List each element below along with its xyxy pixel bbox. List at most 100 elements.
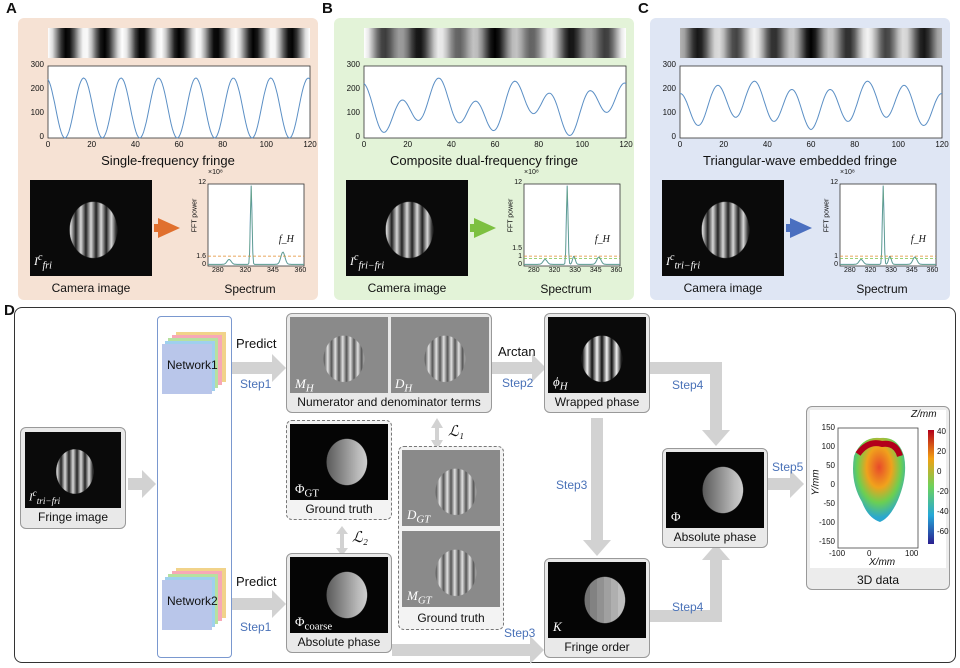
absolute-phase-box[interactable]: Φ Absolute phase [662,448,768,548]
x-tick-label: 100 [891,140,905,149]
network1-label: Network1 [167,358,218,372]
x-tick-label: 40 [130,140,140,149]
wrapped-phase-caption: Wrapped phase [554,395,640,409]
fringe-order-box[interactable]: K Fringe order [544,558,650,658]
x-tick-label: 120 [619,140,633,149]
step5-label: Step5 [772,460,804,474]
phi-h-symbol: ϕH [553,374,568,393]
x-tick-label: 0 [677,140,683,149]
step1-label-1: Step1 [240,377,272,391]
spectrum-y-tick: 1.6 [196,252,206,260]
step3-label-2: Step3 [504,626,536,640]
y-tick-label: 300 [346,60,360,69]
x-tick-label: 40 [446,140,456,149]
absolute-phase-caption-2: Absolute phase [673,530,757,544]
step1-label-2: Step1 [240,620,272,634]
x-tick-label: 100 [575,140,589,149]
fringe-pattern-strip [364,28,626,58]
spectrum-x-tick: 345 [589,267,602,274]
panel-title: Single-frequency fringe [101,153,235,168]
spectrum-plot [523,183,621,267]
z-tick-label: -60 [937,527,949,536]
absolute-phase-image [666,452,764,528]
panel-letter: B [322,0,333,17]
network1-block[interactable]: Network1 [162,332,228,394]
3d-plot [837,427,934,549]
y-tick-label-3d: -50 [823,499,835,508]
y-tick-label-3d: 50 [826,461,835,470]
spectrum-y-tick: 12 [830,179,838,186]
z-tick-label: -20 [937,487,949,496]
peak-label: f_H [910,233,926,245]
arrow-icon [790,218,812,238]
spectrum-x-tick: 345 [905,267,918,274]
spectrum-x-tick: 330 [569,267,581,274]
spectrum-x-tick: 320 [864,267,877,274]
spectrum-x-tick: 345 [267,267,279,274]
y-tick-label: 0 [671,132,676,141]
m-h-symbol: MH [295,376,314,395]
numden-box[interactable]: MH DH Numerator and denominator terms [286,313,492,413]
network2-block[interactable]: Network2 [162,568,228,630]
z-axis-title: Z/mm [911,409,937,420]
camera-caption: Camera image [367,281,447,295]
fringe-image-caption: Fringe image [37,510,109,524]
spectrum-x-tick: 280 [528,267,540,274]
loss2-label: ℒ₂ [352,530,369,546]
spectrum-x-tick: 320 [239,267,252,274]
y-tick-label-3d: -100 [818,518,835,527]
arrow-tail [786,224,794,232]
z-tick-label: 20 [937,447,946,456]
spectrum-caption: Spectrum [224,282,276,296]
absolute-phase-coarse-image [290,557,388,633]
wrapped-phase-box[interactable]: ϕH Wrapped phase [544,313,650,413]
camera-image [30,180,152,276]
y-tick-label: 0 [39,132,44,141]
spectrum-y-tick: 12 [198,179,206,186]
k-symbol: K [553,619,562,634]
x-tick-label: 120 [303,140,317,149]
x-tick-label: 20 [719,140,729,149]
x-tick-label: 0 [361,140,367,149]
ground-truth-terms-box[interactable]: DGT MGT Ground truth [398,446,504,630]
y-tick-label: 100 [662,108,676,117]
camera-caption: Camera image [683,281,763,295]
numerator-image [290,317,388,393]
panel-d-letter: D [4,302,15,319]
x-tick-label-3d: -100 [829,549,846,558]
spectrum-scale-label: ×10⁸ [840,169,855,176]
x-tick-label: 100 [259,140,273,149]
fringe-order-caption: Fringe order [564,640,630,654]
x-tick-label: 80 [534,140,544,149]
spectrum-x-tick: 360 [926,267,939,274]
panel-title: Triangular-wave embedded fringe [703,153,897,168]
x-tick-label-3d: 0 [867,549,872,558]
y-tick-label: 200 [662,84,676,93]
spectrum-scale-label: ×10⁸ [524,169,539,176]
absolute-phase-coarse-box[interactable]: Φcoarse Absolute phase [286,553,392,653]
step3-label-1: Step3 [556,478,588,492]
absolute-phase-caption-1: Absolute phase [297,635,381,649]
3d-data-caption: 3D data [856,573,900,587]
spectrum-scale-label: ×10⁸ [208,169,223,176]
ground-truth-phase-box[interactable]: ΦGT Ground truth [286,420,392,520]
spectrum-x-tick: 280 [212,267,224,274]
spectrum-x-tick: 330 [885,267,897,274]
y-tick-label: 100 [30,108,44,117]
fringe-image [25,432,121,508]
step4-label-1: Step4 [672,378,704,392]
x-tick-label-3d: 100 [905,549,919,558]
fringe-order-image [548,562,646,638]
x-tick-label: 60 [490,140,500,149]
arrow-icon [158,218,180,238]
x-tick-label: 0 [45,140,51,149]
fringe-image-box[interactable]: Ictri−fri Fringe image [20,427,126,529]
spectrum-plot [207,183,305,267]
fringe-image-symbol: Ictri−fri [29,488,61,506]
y-tick-label-3d: 100 [821,442,835,451]
panel-letter: A [6,0,17,17]
spectrum-y-tick: 1 [518,252,522,260]
y-tick-label-3d: -150 [818,537,835,546]
